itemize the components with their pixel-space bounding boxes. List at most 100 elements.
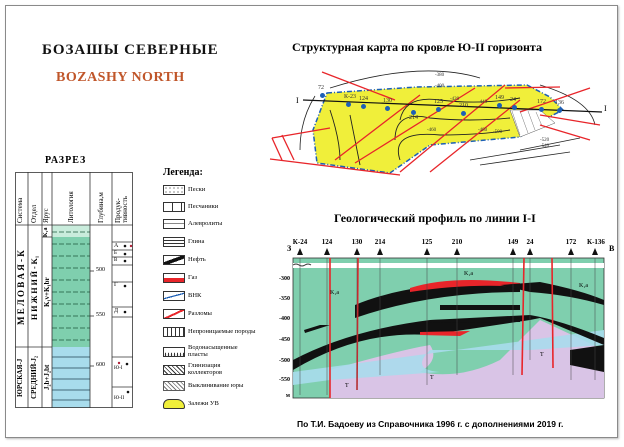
depth-550: 550 <box>96 312 105 318</box>
map-line-label-e: I <box>604 104 607 113</box>
map-well-label: 210 <box>459 103 468 109</box>
horizon-d: Д <box>114 308 119 314</box>
map-well-label: 214 <box>409 115 418 121</box>
legend-faults: Разломы <box>163 309 212 319</box>
profile-west: З <box>287 244 292 253</box>
legend-sandstone: Песчаники <box>163 202 218 212</box>
depth-tick-label: -400 <box>279 316 290 322</box>
map-well-marker <box>538 106 544 112</box>
well-triangle-icon <box>424 248 430 255</box>
map-well-label: 125 <box>434 99 443 105</box>
legend-sand: Пески <box>163 185 205 195</box>
oil-swatch-icon <box>163 255 185 265</box>
map-well-label: 124 <box>359 96 368 102</box>
legend-water-saturated: Водонасыщенные пласты <box>163 344 258 358</box>
contour-label: -500 <box>493 130 503 135</box>
legend-impermeable: Непроницаемые породы <box>163 327 258 337</box>
well-triangle-icon <box>568 248 574 255</box>
profile-title: Геологический профиль по линии I-I <box>334 211 536 225</box>
map-well-marker <box>384 105 390 111</box>
well-triangle-icon <box>297 248 303 255</box>
contour-label: -520 <box>540 138 550 143</box>
profile-well-label: 210 <box>451 238 463 246</box>
legend-title: Легенда: <box>163 167 203 178</box>
well-triangle-icon <box>354 248 360 255</box>
profile-well-label: 214 <box>374 238 386 246</box>
map-well-marker <box>460 110 466 116</box>
contour-label: -420 <box>450 97 460 102</box>
map-well-marker <box>345 101 351 107</box>
deposit-swatch-icon <box>163 399 185 409</box>
profile-label-k1a-w: K₁a <box>330 290 340 296</box>
map-well-label: 130 <box>383 98 392 104</box>
map-well-marker <box>360 103 366 109</box>
field-title-en: BOZASHY NORTH <box>56 70 185 85</box>
map-well-marker <box>435 106 441 112</box>
profile-east: В <box>609 244 615 253</box>
pinchout-swatch-icon <box>163 381 185 391</box>
depth-tick-label: -450 <box>279 337 290 343</box>
map-well-label: К-23 <box>344 94 356 100</box>
profile-well-label: 172 <box>565 238 577 246</box>
contour-label: -440 <box>478 100 488 105</box>
horizon-a: А <box>114 243 119 249</box>
depth-600: 600 <box>96 362 105 368</box>
map-title: Структурная карта по кровле Ю-II горизон… <box>292 40 542 54</box>
sand-swatch-icon <box>163 185 185 195</box>
well-triangle-icon <box>510 248 516 255</box>
map-well-label: 172 <box>537 99 546 105</box>
fault-swatch-icon <box>163 309 185 319</box>
legend-oil: Нефть <box>163 255 206 265</box>
profile-line-map <box>302 99 603 113</box>
profile-well-label: 125 <box>421 238 433 246</box>
depth-tick-label: -350 <box>279 296 290 302</box>
contour-label: -380 <box>435 73 445 78</box>
profile-well-label: 149 <box>507 238 519 246</box>
clayization-swatch-icon <box>163 364 185 375</box>
map-well-label: 24 <box>510 97 516 103</box>
well-triangle-icon <box>377 248 383 255</box>
legend-siltstone: Алевролиты <box>163 219 222 229</box>
horizon-g: Г <box>114 282 118 288</box>
map-well-marker <box>511 104 517 110</box>
legend-gas: Газ <box>163 273 197 283</box>
frame <box>5 5 618 438</box>
field-title-ru: БОЗАШЫ СЕВЕРНЫЕ <box>42 42 219 58</box>
map-well-label: 149 <box>495 95 504 101</box>
depth-tick-label: м <box>285 393 290 399</box>
strat-column-graphic <box>15 172 133 408</box>
profile-well-label: К-136 <box>587 238 605 246</box>
well-triangle-icon <box>324 248 330 255</box>
siltstone-swatch-icon <box>163 219 185 229</box>
map-well-marker <box>556 107 562 113</box>
map-well-label: 72 <box>318 85 324 91</box>
owc-swatch-icon <box>163 291 185 301</box>
horizon-yu1: Ю-I <box>114 366 123 371</box>
map-well-marker <box>496 102 502 108</box>
map-well-label: 136 <box>555 100 564 106</box>
profile-well-label: 124 <box>321 238 333 246</box>
sandstone-swatch-icon <box>163 202 185 212</box>
water-swatch-icon <box>163 346 185 357</box>
contour-label: -400 <box>435 84 445 89</box>
profile-label-k1a-c: K₁a <box>464 271 474 277</box>
legend-clay: Глина <box>163 237 204 247</box>
impermeable-swatch-icon <box>163 327 185 337</box>
source-note: По Т.И. Бадоеву из Справочника 1996 г. с… <box>297 419 564 429</box>
horizon-yu2: Ю-II <box>114 396 125 401</box>
depth-500: 500 <box>96 267 105 273</box>
horizon-v: В <box>114 258 118 263</box>
well-triangle-icon <box>527 248 533 255</box>
depth-tick-label: -550 <box>279 377 290 383</box>
map-well-marker <box>410 109 416 115</box>
well-triangle-icon <box>454 248 460 255</box>
profile-label-t-c: T <box>430 375 434 381</box>
depth-tick-label: -300 <box>279 276 290 282</box>
profile-well-label: К-24 <box>292 238 308 246</box>
depth-tick-label: -500 <box>279 358 290 364</box>
map-line-label-w: I <box>296 96 299 105</box>
legend-owc: ВНК <box>163 291 201 301</box>
